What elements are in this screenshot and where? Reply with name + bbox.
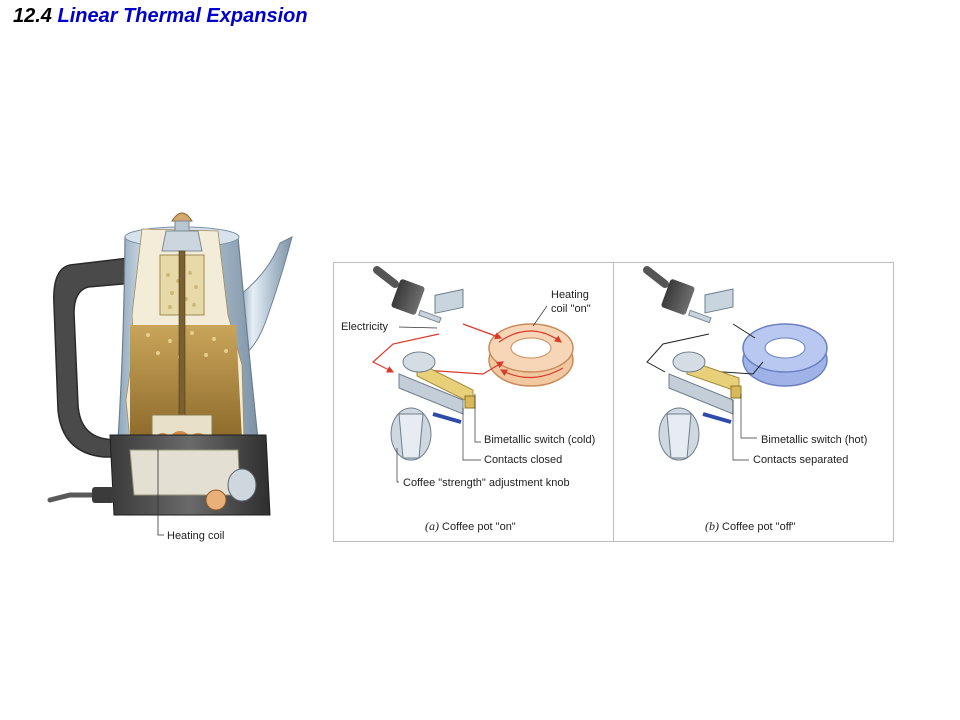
panel-a-bimetallic-switch-label: Bimetallic switch (cold)	[484, 434, 595, 446]
panel-b-caption-text: Coffee pot "off"	[719, 521, 796, 533]
panel-b-plug	[643, 266, 712, 324]
panel-a-contacts-closed	[464, 395, 476, 409]
panel-a-plug	[373, 266, 442, 324]
section-number: 12.4	[13, 5, 52, 27]
panel-a-electricity-leader	[398, 326, 438, 329]
pot-spout	[239, 236, 293, 356]
panel-b-coffee-pot-off: Bimetallic switch (hot) Contacts separat…	[643, 266, 867, 533]
panel-a-switch-leader	[474, 394, 481, 443]
slide-title: 12.4 Linear Thermal Expansion	[13, 5, 308, 28]
panel-b-socket	[704, 288, 734, 314]
coffee-pot-cutaway-illustration: Heating coil	[47, 212, 293, 542]
panel-a-coffee-pot-on: Electricity Heating coil "on" Bimetallic…	[341, 266, 595, 533]
panel-b-caption-letter: (b)	[705, 519, 719, 533]
panel-a-knob-label: Coffee "strength" adjustment knob	[403, 477, 570, 489]
panel-a-heating-coil-on	[488, 323, 574, 387]
panel-a-contacts-leader	[462, 408, 481, 461]
panel-b-bimetallic-switch-label: Bimetallic switch (hot)	[761, 434, 867, 446]
panel-b-contacts-separated	[730, 385, 742, 399]
heating-coil-label: Heating coil	[167, 530, 224, 542]
panel-a-knob-leader	[396, 448, 399, 483]
panel-a-heating-coil-label-line2: coil "on"	[551, 303, 591, 315]
panel-b-heating-coil-off	[742, 323, 828, 387]
panel-a-heating-coil-label-line1: Heating	[551, 289, 589, 301]
panel-a-socket	[434, 288, 464, 314]
heating-coil-callout: Heating coil	[157, 449, 224, 542]
panel-a-switch-assembly	[398, 351, 476, 424]
panel-a-current-path	[371, 323, 505, 375]
panel-a-caption-text: Coffee pot "on"	[439, 521, 516, 533]
panel-a-caption-letter: (a)	[425, 519, 439, 533]
panel-b-contacts-leader	[732, 400, 749, 461]
panel-b-contacts-label: Contacts separated	[753, 454, 848, 466]
bimetallic-switch-diagram: Electricity Heating coil "on" Bimetallic…	[333, 262, 894, 542]
panel-b-caption: (b) Coffee pot "off"	[705, 519, 796, 533]
panel-a-adjustment-knob	[390, 407, 432, 461]
panel-b-adjustment-screw	[702, 412, 732, 424]
panel-a-coil-leader	[532, 305, 548, 327]
panel-b-adjustment-knob	[658, 407, 700, 461]
power-cord	[47, 487, 114, 503]
panel-a-contacts-label: Contacts closed	[484, 454, 562, 466]
panel-a-electricity-label: Electricity	[341, 321, 389, 333]
panel-a-caption: (a) Coffee pot "on"	[425, 519, 516, 533]
section-heading: Linear Thermal Expansion	[57, 5, 308, 27]
panel-b-switch-leader	[740, 394, 757, 439]
panel-a-adjustment-screw	[432, 412, 462, 424]
pot-base	[109, 434, 271, 516]
